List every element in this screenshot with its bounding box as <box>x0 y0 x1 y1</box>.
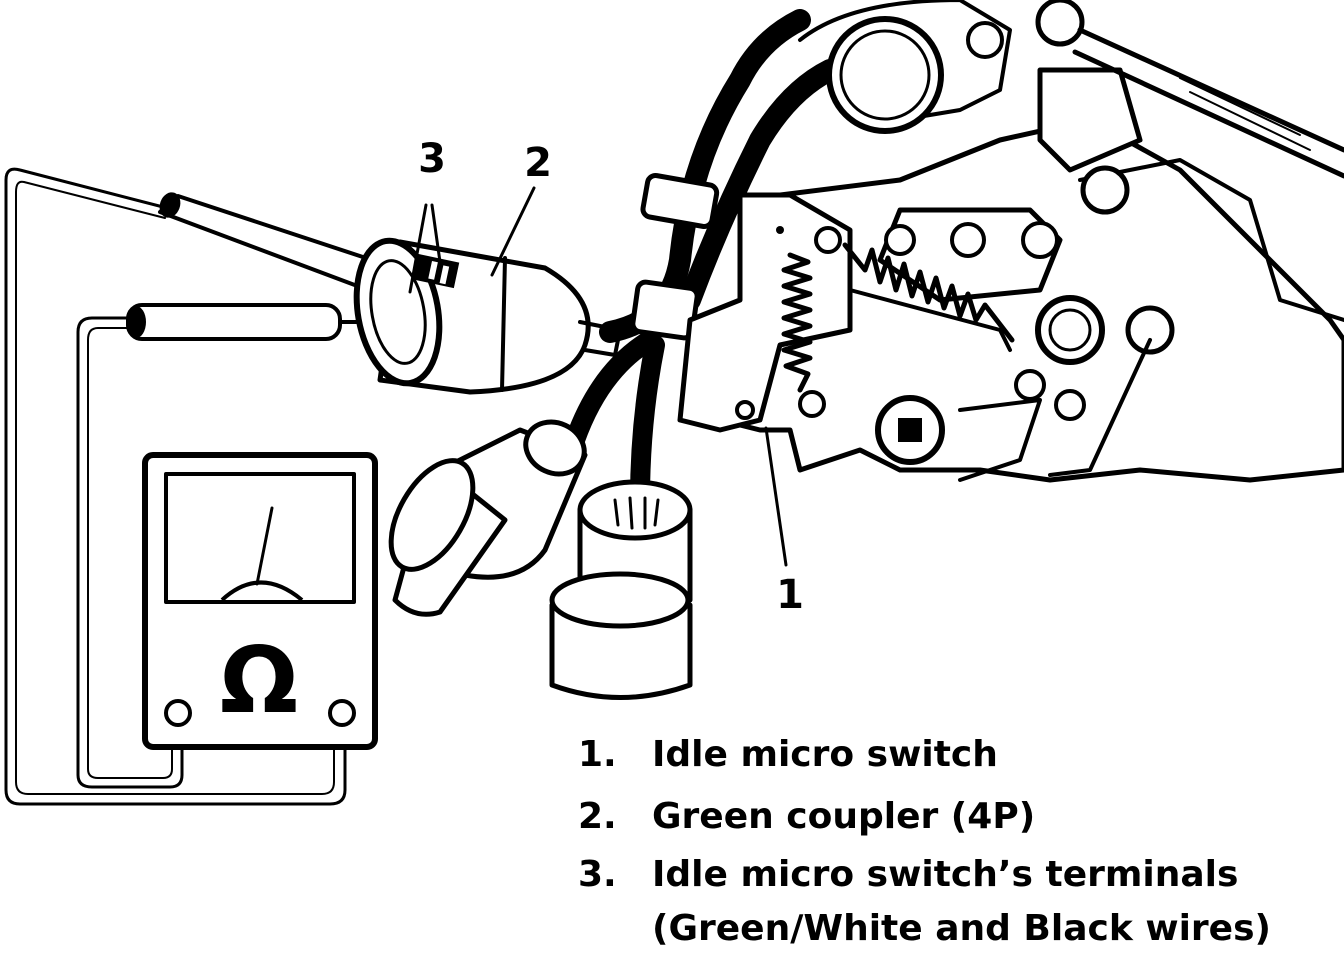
callout-3: 3 <box>418 136 446 182</box>
ohmmeter: Ω <box>142 452 378 750</box>
legend: 1. Idle micro switch 2. Green coupler (4… <box>578 734 1271 949</box>
callout-2: 2 <box>524 140 552 186</box>
legend-text-1: Idle micro switch <box>652 734 998 775</box>
meter-needle <box>255 506 274 586</box>
meter-lead-inner <box>76 316 184 789</box>
green-coupler <box>353 237 622 395</box>
horizontal-spring <box>842 242 1015 343</box>
ohm-symbol: Ω <box>220 627 298 734</box>
vertical-spring <box>781 252 813 393</box>
left-hanging-connector <box>388 419 588 617</box>
wiring-harness <box>565 9 841 510</box>
idle-micro-switch <box>677 192 853 433</box>
middle-hanging-connector <box>549 479 693 700</box>
meter-right-terminal <box>328 699 356 727</box>
legend-text-4: (Green/White and Black wires) <box>652 908 1271 949</box>
legend-text-3: Idle micro switch’s terminals <box>652 854 1238 895</box>
callout-1: 1 <box>776 572 804 618</box>
meter-left-terminal <box>164 699 192 727</box>
meter-lead-outer <box>4 167 347 806</box>
legend-num-1: 1. <box>578 734 617 775</box>
callout-leaders <box>408 186 788 567</box>
throttle-body <box>687 0 1344 483</box>
legend-text-2: Green coupler (4P) <box>652 796 1035 837</box>
legend-num-3: 3. <box>578 854 617 895</box>
legend-num-2: 2. <box>578 796 617 837</box>
